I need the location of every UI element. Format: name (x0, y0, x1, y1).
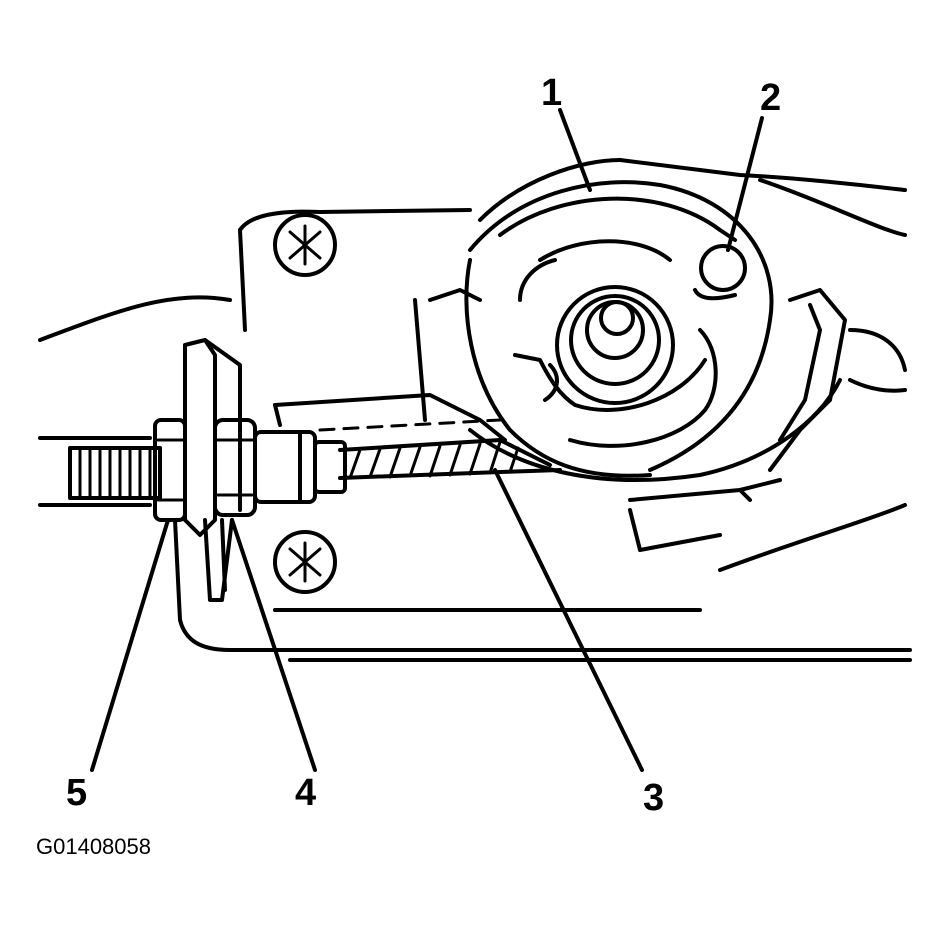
callout-1: 1 (541, 72, 562, 114)
callout-2: 2 (760, 77, 781, 119)
adjusting-nut (213, 418, 257, 517)
leader-line-2 (726, 116, 764, 252)
figure-id: G01408058 (36, 834, 151, 859)
rotor-assembly (413, 158, 847, 552)
callout-3: 3 (643, 777, 664, 819)
leader-line-1 (558, 108, 592, 192)
mounting-screw-top (273, 213, 337, 277)
cable-bracket (183, 338, 242, 602)
callout-5: 5 (66, 772, 87, 814)
hub (555, 285, 675, 405)
stop-pin (693, 244, 747, 301)
housing-plate (38, 158, 912, 662)
leader-lines (90, 108, 764, 772)
leader-line-4 (230, 518, 317, 772)
threaded-rod (68, 446, 162, 500)
cable-ferrule (253, 430, 347, 504)
leader-line-5 (90, 518, 170, 772)
brake-cable (273, 393, 562, 480)
mounting-screw-bottom (273, 530, 337, 594)
callout-4: 4 (295, 772, 316, 814)
leader-line-3 (493, 468, 644, 772)
